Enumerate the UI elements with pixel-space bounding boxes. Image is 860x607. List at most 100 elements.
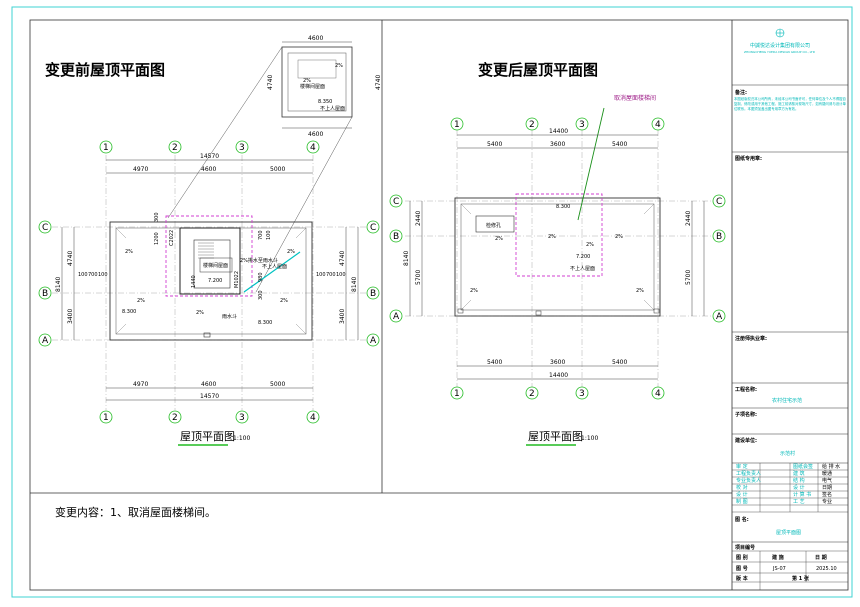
- drawing-no: JS-07: [772, 566, 786, 572]
- left-note-roof: 不上人屋面: [262, 263, 287, 270]
- outer-frame: [11, 6, 853, 598]
- drawing-date: 2025.10: [816, 566, 837, 572]
- left-axis-b-r: B: [370, 289, 376, 299]
- right-total-top: 14400: [549, 128, 568, 135]
- detail-dim-top: 4600: [308, 35, 323, 42]
- sign-r4-c3: 日期: [822, 485, 832, 491]
- right-building-outline: [454, 197, 661, 317]
- right-slope-1: 2%: [495, 236, 503, 242]
- left-elev-3: 8.300: [258, 320, 272, 326]
- right-slope-4: 2%: [615, 234, 623, 240]
- left-total-top: 14570: [200, 153, 219, 160]
- th-3: 日 期: [815, 554, 827, 561]
- page-count: 第 1 张: [792, 575, 810, 582]
- unit-name: 示范村: [780, 450, 795, 457]
- right-axis-c-l: C: [393, 197, 399, 207]
- right-slope-3: 2%: [586, 242, 594, 248]
- left-dim-bot-3: 5000: [270, 381, 285, 388]
- stair-dim-4: 300: [258, 290, 264, 300]
- left-dim-bot-2: 4600: [201, 381, 216, 388]
- left-note-stair: 楼梯间屋面: [203, 262, 228, 269]
- left-elev-1: 8.300: [122, 309, 136, 315]
- left-slope-2: 2%: [137, 298, 145, 304]
- label-ver: 版 本: [736, 575, 749, 582]
- company-name: 中誠悦达设计集团有限公司: [750, 42, 810, 49]
- left-slope-1: 2%: [125, 249, 133, 255]
- right-axis-bottom: 1 2 3 4: [450, 386, 665, 400]
- left-building-outline: [109, 221, 313, 341]
- th-2: 建 施: [771, 554, 784, 561]
- right-axis-top-3: 3: [579, 120, 585, 130]
- company-logo: [775, 28, 785, 38]
- left-dim-left-2: 3400: [67, 309, 74, 324]
- right-side-small-2: 700: [326, 272, 336, 278]
- right-total-bot: 14400: [549, 372, 568, 379]
- right-elev-1: 8.300: [556, 204, 570, 210]
- right-slope-5: 2%: [470, 288, 478, 294]
- left-note-scupper: 雨水斗: [222, 313, 237, 320]
- left-small-3: 100: [98, 272, 108, 278]
- left-axis-top: 1 2 3 4: [99, 140, 320, 154]
- detail-slope-2: 2%: [335, 63, 343, 69]
- right-slope-6: 2%: [636, 288, 644, 294]
- detail-hatch: [297, 59, 337, 79]
- left-dim-bot-1: 4970: [133, 381, 148, 388]
- right-axis-a-l: A: [393, 312, 400, 322]
- left-dim-right-1: 4740: [339, 251, 346, 266]
- right-axis-bot-4: 4: [655, 389, 661, 399]
- right-side-small-1: 100: [316, 272, 326, 278]
- left-stair-outer: [179, 227, 241, 295]
- stair-dim-7: 100: [266, 230, 272, 240]
- left-axis-bottom: 1 2 3 4: [99, 410, 320, 424]
- left-drain-box: [203, 332, 211, 338]
- label-sub: 子项名称:: [735, 411, 757, 418]
- right-plan: 检修孔 取消屋面楼梯间 8.300 7.200 不上人屋面 2% 2% 2% 2…: [389, 94, 726, 446]
- sign-r3-c1: 专业负责人: [736, 477, 761, 484]
- right-axis-b-r: B: [716, 232, 722, 242]
- label-note: 备注:: [734, 89, 747, 96]
- sign-r4-c2: 设 计: [793, 484, 805, 491]
- detail-inner: [287, 52, 347, 112]
- left-magenta-box: [165, 215, 253, 297]
- label-reg: 注册师执业章:: [735, 335, 767, 342]
- right-caption-scale: 1:100: [581, 435, 598, 442]
- detail-dim-left: 4740: [267, 75, 274, 90]
- left-dim-right-2: 3400: [339, 309, 346, 324]
- left-axis-side: C B A C B A: [38, 220, 380, 347]
- title-block: 中誠悦达设计集团有限公司 ZHONGCHENG YUEDA DESIGN GRO…: [732, 28, 848, 590]
- right-dim-left-2: 5700: [415, 270, 422, 285]
- left-slope-5: 2%: [287, 249, 295, 255]
- left-title: 变更前屋顶平面图: [45, 61, 165, 79]
- left-axis-top-1: 1: [103, 143, 109, 153]
- left-caption-scale: 1:100: [233, 435, 250, 442]
- label-stamp: 图纸专用章:: [735, 155, 762, 162]
- left-axis-bot-3: 3: [239, 413, 245, 423]
- right-axis-side: C B A C B A: [389, 194, 726, 323]
- left-axis-bot-4: 4: [310, 413, 316, 423]
- stair-dim-3: 1440: [191, 275, 197, 288]
- right-axis-top-4: 4: [655, 120, 661, 130]
- left-total-left: 8140: [55, 277, 62, 292]
- left-total-right: 8140: [351, 277, 358, 292]
- right-caption-name: 屋顶平面图: [528, 430, 583, 443]
- sign-r5-c3: 签名: [822, 491, 832, 498]
- detail-note-2: 不上人屋面: [320, 105, 345, 112]
- right-dim-top-3: 5400: [612, 141, 627, 148]
- detail-dim-bottom: 4600: [308, 131, 323, 138]
- annotation-leader: [577, 107, 605, 221]
- label-drawing: 图 名:: [735, 516, 749, 523]
- right-dim-bot-3: 5400: [612, 359, 627, 366]
- right-dim-left-1: 2440: [415, 211, 422, 226]
- left-axis-top-3: 3: [239, 143, 245, 153]
- right-parapet: [460, 203, 655, 311]
- stair-dim-6: 700: [258, 230, 264, 240]
- right-side-small-3: 100: [336, 272, 346, 278]
- left-detail: 4600 楼梯间屋面 2% 2% 8.350 不上人屋面 4600 4740 4…: [167, 35, 382, 293]
- right-dim-bot-1: 5400: [487, 359, 502, 366]
- left-axis-a-r: A: [370, 336, 377, 346]
- label-no: 项目编号: [735, 544, 755, 551]
- inner-frame: [29, 19, 849, 591]
- left-plan: 300 1200 1440 300 980 C2022 M1022 700 10…: [38, 140, 380, 446]
- annotation-text: 取消屋面楼梯间: [614, 94, 656, 102]
- left-dim-top-2: 4600: [201, 166, 216, 173]
